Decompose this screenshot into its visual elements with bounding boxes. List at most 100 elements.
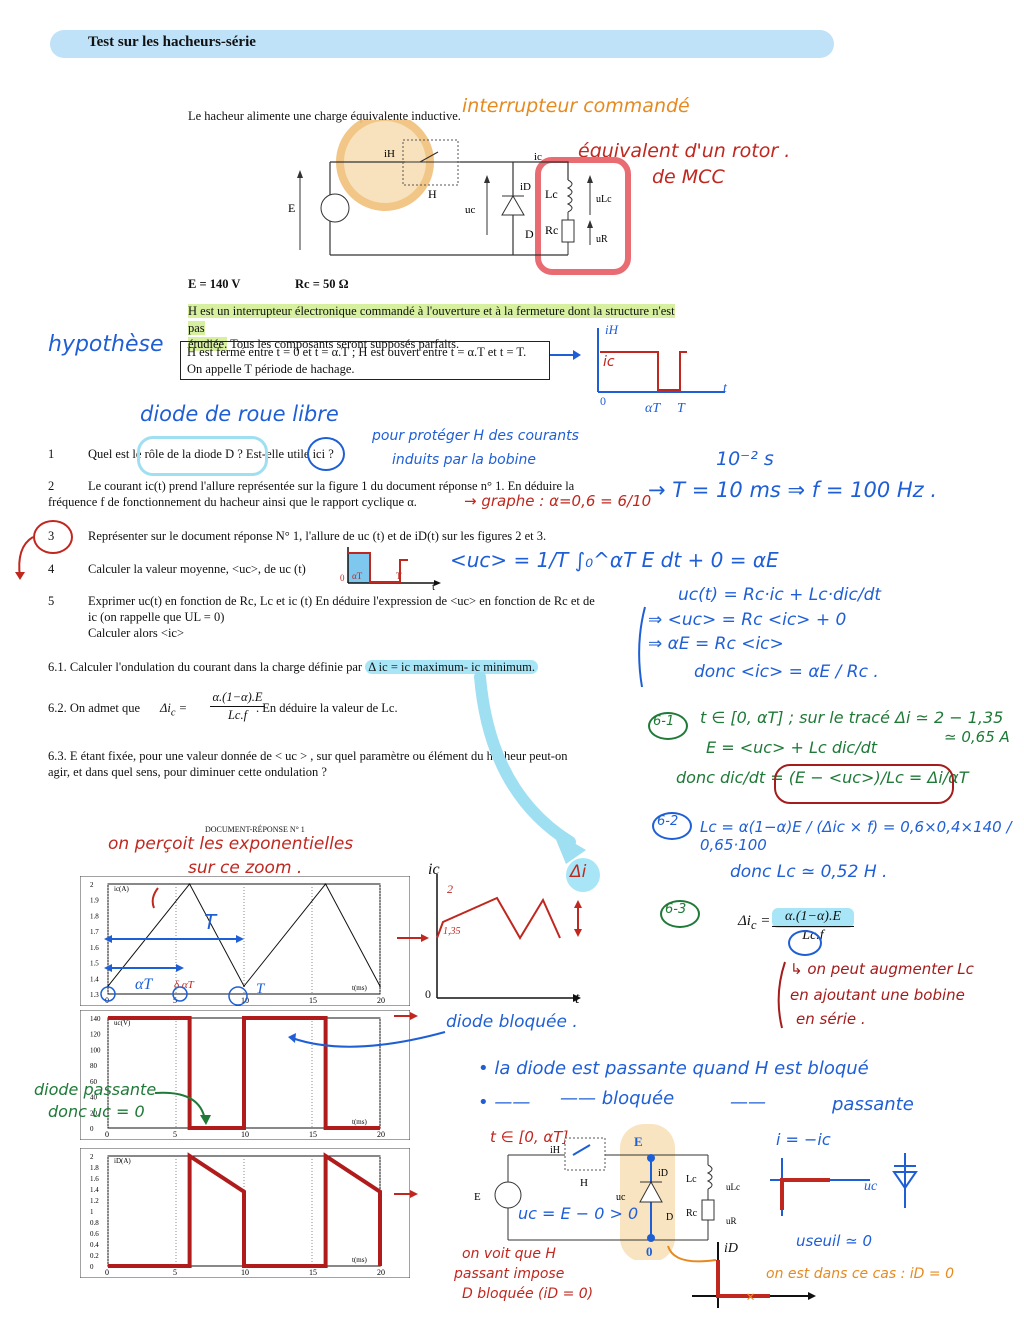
data-point xyxy=(243,1127,245,1129)
annotation-moyenne: <uc> = 1/T ∫₀^αT E dt + 0 = αE xyxy=(450,548,779,572)
q62-delta: Δic = xyxy=(160,701,187,719)
y-tick-label: 1.8 xyxy=(90,1164,99,1172)
q3-number: 3 xyxy=(48,529,55,543)
y-tick-label: 1.6 xyxy=(90,944,99,952)
annotation-roue-libre: diode de roue libre xyxy=(140,402,339,426)
annotation-rotor-1: équivalent d'un rotor . xyxy=(578,140,791,162)
page-title: Test sur les hacheurs-série xyxy=(88,34,256,50)
y-tick-label: 1.3 xyxy=(90,991,99,999)
svg-text:αT: αT xyxy=(352,571,363,581)
x-axis-label: t(ms) xyxy=(352,1256,367,1264)
annotation-uc-eq: uc(t) = Rc·ic + Lc·dic/dt xyxy=(678,585,882,605)
circuit-diagram-2: E 0 E H iH iD uc D Lc Rc uLc uR xyxy=(474,1124,740,1260)
y-tick-label: 60 xyxy=(90,1078,98,1086)
y-tick-label: 40 xyxy=(90,1094,98,1102)
ic-sketch: ic 2 1,35 0 t xyxy=(397,861,582,1007)
x-tick-label: 20 xyxy=(377,996,385,1005)
svg-text:αT: αT xyxy=(645,401,661,416)
annotation-interrupteur: interrupteur commandé xyxy=(462,95,690,117)
annotation-percoit-2: sur ce zoom . xyxy=(188,858,303,878)
circuit-diagram: iH H E uc iD ic D Lc Rc uLc uR xyxy=(288,120,631,275)
annotation-tint: t ∈ [0, αT] xyxy=(490,1128,569,1146)
hypothesis-line1: H est fermé entre t = 0 et t = α.T ; H e… xyxy=(187,345,527,359)
annotation-i-eq: i = −ic xyxy=(776,1130,831,1149)
header-bar xyxy=(50,30,834,58)
data-point xyxy=(188,1265,191,1267)
brace-s63 xyxy=(777,961,786,1029)
brace-q5 xyxy=(638,606,646,688)
annotation-passante-l2d: passante xyxy=(832,1094,914,1115)
x-axis-label: t(ms) xyxy=(352,1118,367,1126)
y-tick-label: 80 xyxy=(90,1062,98,1070)
data-point xyxy=(107,1265,109,1267)
data-point xyxy=(243,1190,245,1193)
arrow-delta-i xyxy=(474,672,586,864)
svg-text:×: × xyxy=(746,1289,755,1306)
y-tick-label: 120 xyxy=(90,1031,101,1039)
y-tick-label: 0.6 xyxy=(90,1230,99,1238)
x-tick-label: 15 xyxy=(309,1268,317,1277)
annotation-proteger-1: pour protéger H des courants xyxy=(372,428,579,444)
y-axis-label: ic(A) xyxy=(114,885,129,893)
svg-text:0: 0 xyxy=(600,394,606,408)
uc-sketch: 0 αT T t xyxy=(340,547,441,590)
y-tick-label: 140 xyxy=(90,1015,101,1023)
annotation-s61-l1b: ≃ 0,65 A xyxy=(944,728,1010,746)
svg-text:0: 0 xyxy=(646,1244,653,1259)
q61-text: 6.1. Calculer l'ondulation du courant da… xyxy=(48,659,539,676)
annotation-s61-l2: E = <uc> + Lc dic/dt xyxy=(706,738,878,757)
data-point xyxy=(107,1017,109,1019)
annotation-percoit-1: on perçoit les exponentielles xyxy=(108,834,354,854)
annotation-impose-1: on voit que H xyxy=(462,1246,556,1262)
svg-text:T: T xyxy=(204,910,218,934)
x-tick-label: 15 xyxy=(309,1130,317,1139)
q63-line1: 6.3. E étant fixée, pour une valeur donn… xyxy=(48,749,568,763)
badge-6-2-label: 6-2 xyxy=(657,814,679,829)
q63-line2: agir, et dans quel sens, pour diminuer c… xyxy=(48,765,327,779)
y-tick-label: 20 xyxy=(90,1109,98,1117)
svg-text:t: t xyxy=(575,990,580,1007)
highlight-s61-result xyxy=(774,764,954,804)
svg-text:Lc: Lc xyxy=(686,1174,697,1185)
arrow-to-iD xyxy=(394,1190,418,1198)
q5-number: 5 xyxy=(48,594,55,608)
annotation-s62-l1: Lc = α(1−α)E / (Δic × f) = 0,6×0,4×140 /… xyxy=(700,818,1012,854)
chart-ic-overlay: T αT δ αT T xyxy=(100,887,266,1006)
x-tick-label: 20 xyxy=(377,1130,385,1139)
circle-q3 xyxy=(33,520,73,554)
data-point xyxy=(324,1127,327,1129)
svg-text:iH: iH xyxy=(550,1145,560,1156)
delta-i-bubble xyxy=(566,858,600,892)
annotation-hypothese: hypothèse xyxy=(48,332,164,357)
svg-text:uLc: uLc xyxy=(726,1182,740,1192)
data-point xyxy=(324,1155,327,1157)
svg-text:T: T xyxy=(677,401,686,416)
annotation-ten: 10⁻² s xyxy=(716,448,774,470)
svg-text:uc: uc xyxy=(864,1179,878,1194)
annotation-s63-l3: en série . xyxy=(796,1010,866,1028)
y-tick-label: 1.4 xyxy=(90,975,99,983)
annotation-impose-2: passant impose xyxy=(454,1266,565,1282)
annotation-uc-l4: donc <ic> = αE / Rc . xyxy=(694,662,879,682)
data-point xyxy=(188,1155,191,1157)
annotation-uc-l2: ⇒ <uc> = Rc <ic> + 0 xyxy=(648,610,847,630)
q61-highlight: Δ ic = ic maximum- ic minimum. xyxy=(365,660,539,674)
data-point xyxy=(243,1017,245,1019)
q1-number: 1 xyxy=(48,447,55,461)
svg-text:iH: iH xyxy=(605,322,619,337)
data-point xyxy=(379,985,381,987)
q62-post: . En déduire la valeur de Lc. xyxy=(256,701,398,715)
arrow-to-uc xyxy=(394,1012,418,1020)
y-tick-label: 1.4 xyxy=(90,1186,99,1194)
data-point xyxy=(243,985,245,987)
data-point xyxy=(324,1265,327,1267)
annotation-s61-l3: donc dic/dt = (E − <uc>)/Lc = Δi/αT xyxy=(676,768,969,787)
svg-text:uR: uR xyxy=(726,1216,737,1226)
annotation-diode-passante-2: donc uc = 0 xyxy=(48,1102,145,1121)
x-tick-label: 5 xyxy=(173,1268,177,1277)
x-tick-label: 20 xyxy=(377,1268,385,1277)
description-line2-hl: étudiée. xyxy=(188,337,228,351)
q5-line2: ic (on rappelle que UL = 0) xyxy=(88,610,225,624)
